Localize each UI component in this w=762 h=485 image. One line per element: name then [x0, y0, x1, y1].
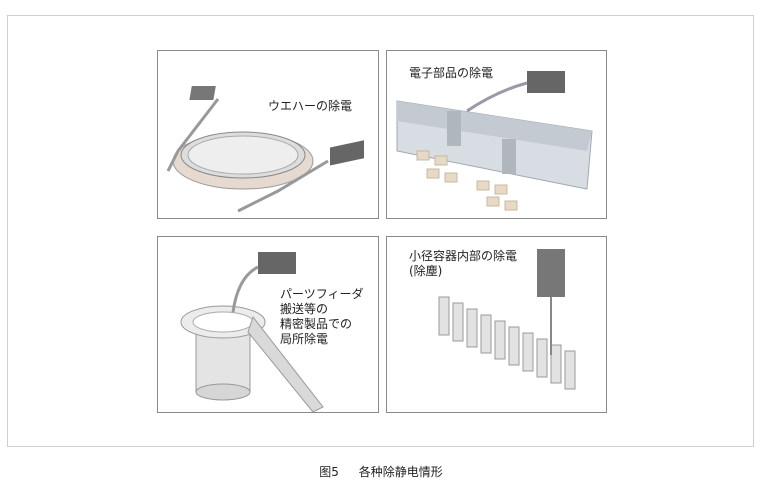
panel-label: 電子部品の除電	[409, 66, 494, 80]
caption-number: 图5	[319, 465, 339, 479]
figure-caption: 图5 各种除静电情形	[0, 463, 762, 480]
containers-illustration	[438, 249, 576, 390]
panel-label: 小径容器内部の除電 (除塵)	[409, 249, 518, 278]
feeder-illustration	[180, 252, 324, 412]
panel-parts-feeder: パーツフィーダ 搬送等の 精密製品での 局所除電	[157, 236, 379, 413]
figure-frame	[7, 15, 754, 447]
panel-label: パーツフィーダ 搬送等の 精密製品での 局所除電	[280, 287, 364, 346]
wafer-illustration	[166, 86, 364, 213]
conveyor-illustration	[396, 71, 593, 211]
panel-small-containers: 小径容器内部の除電 (除塵)	[386, 236, 607, 413]
panel-electronic-parts: 電子部品の除電	[386, 50, 607, 219]
panel-label: ウエハーの除電	[268, 99, 353, 113]
caption-text: 各种除静电情形	[358, 465, 443, 479]
panel-wafer: ウエハーの除電	[157, 50, 379, 219]
